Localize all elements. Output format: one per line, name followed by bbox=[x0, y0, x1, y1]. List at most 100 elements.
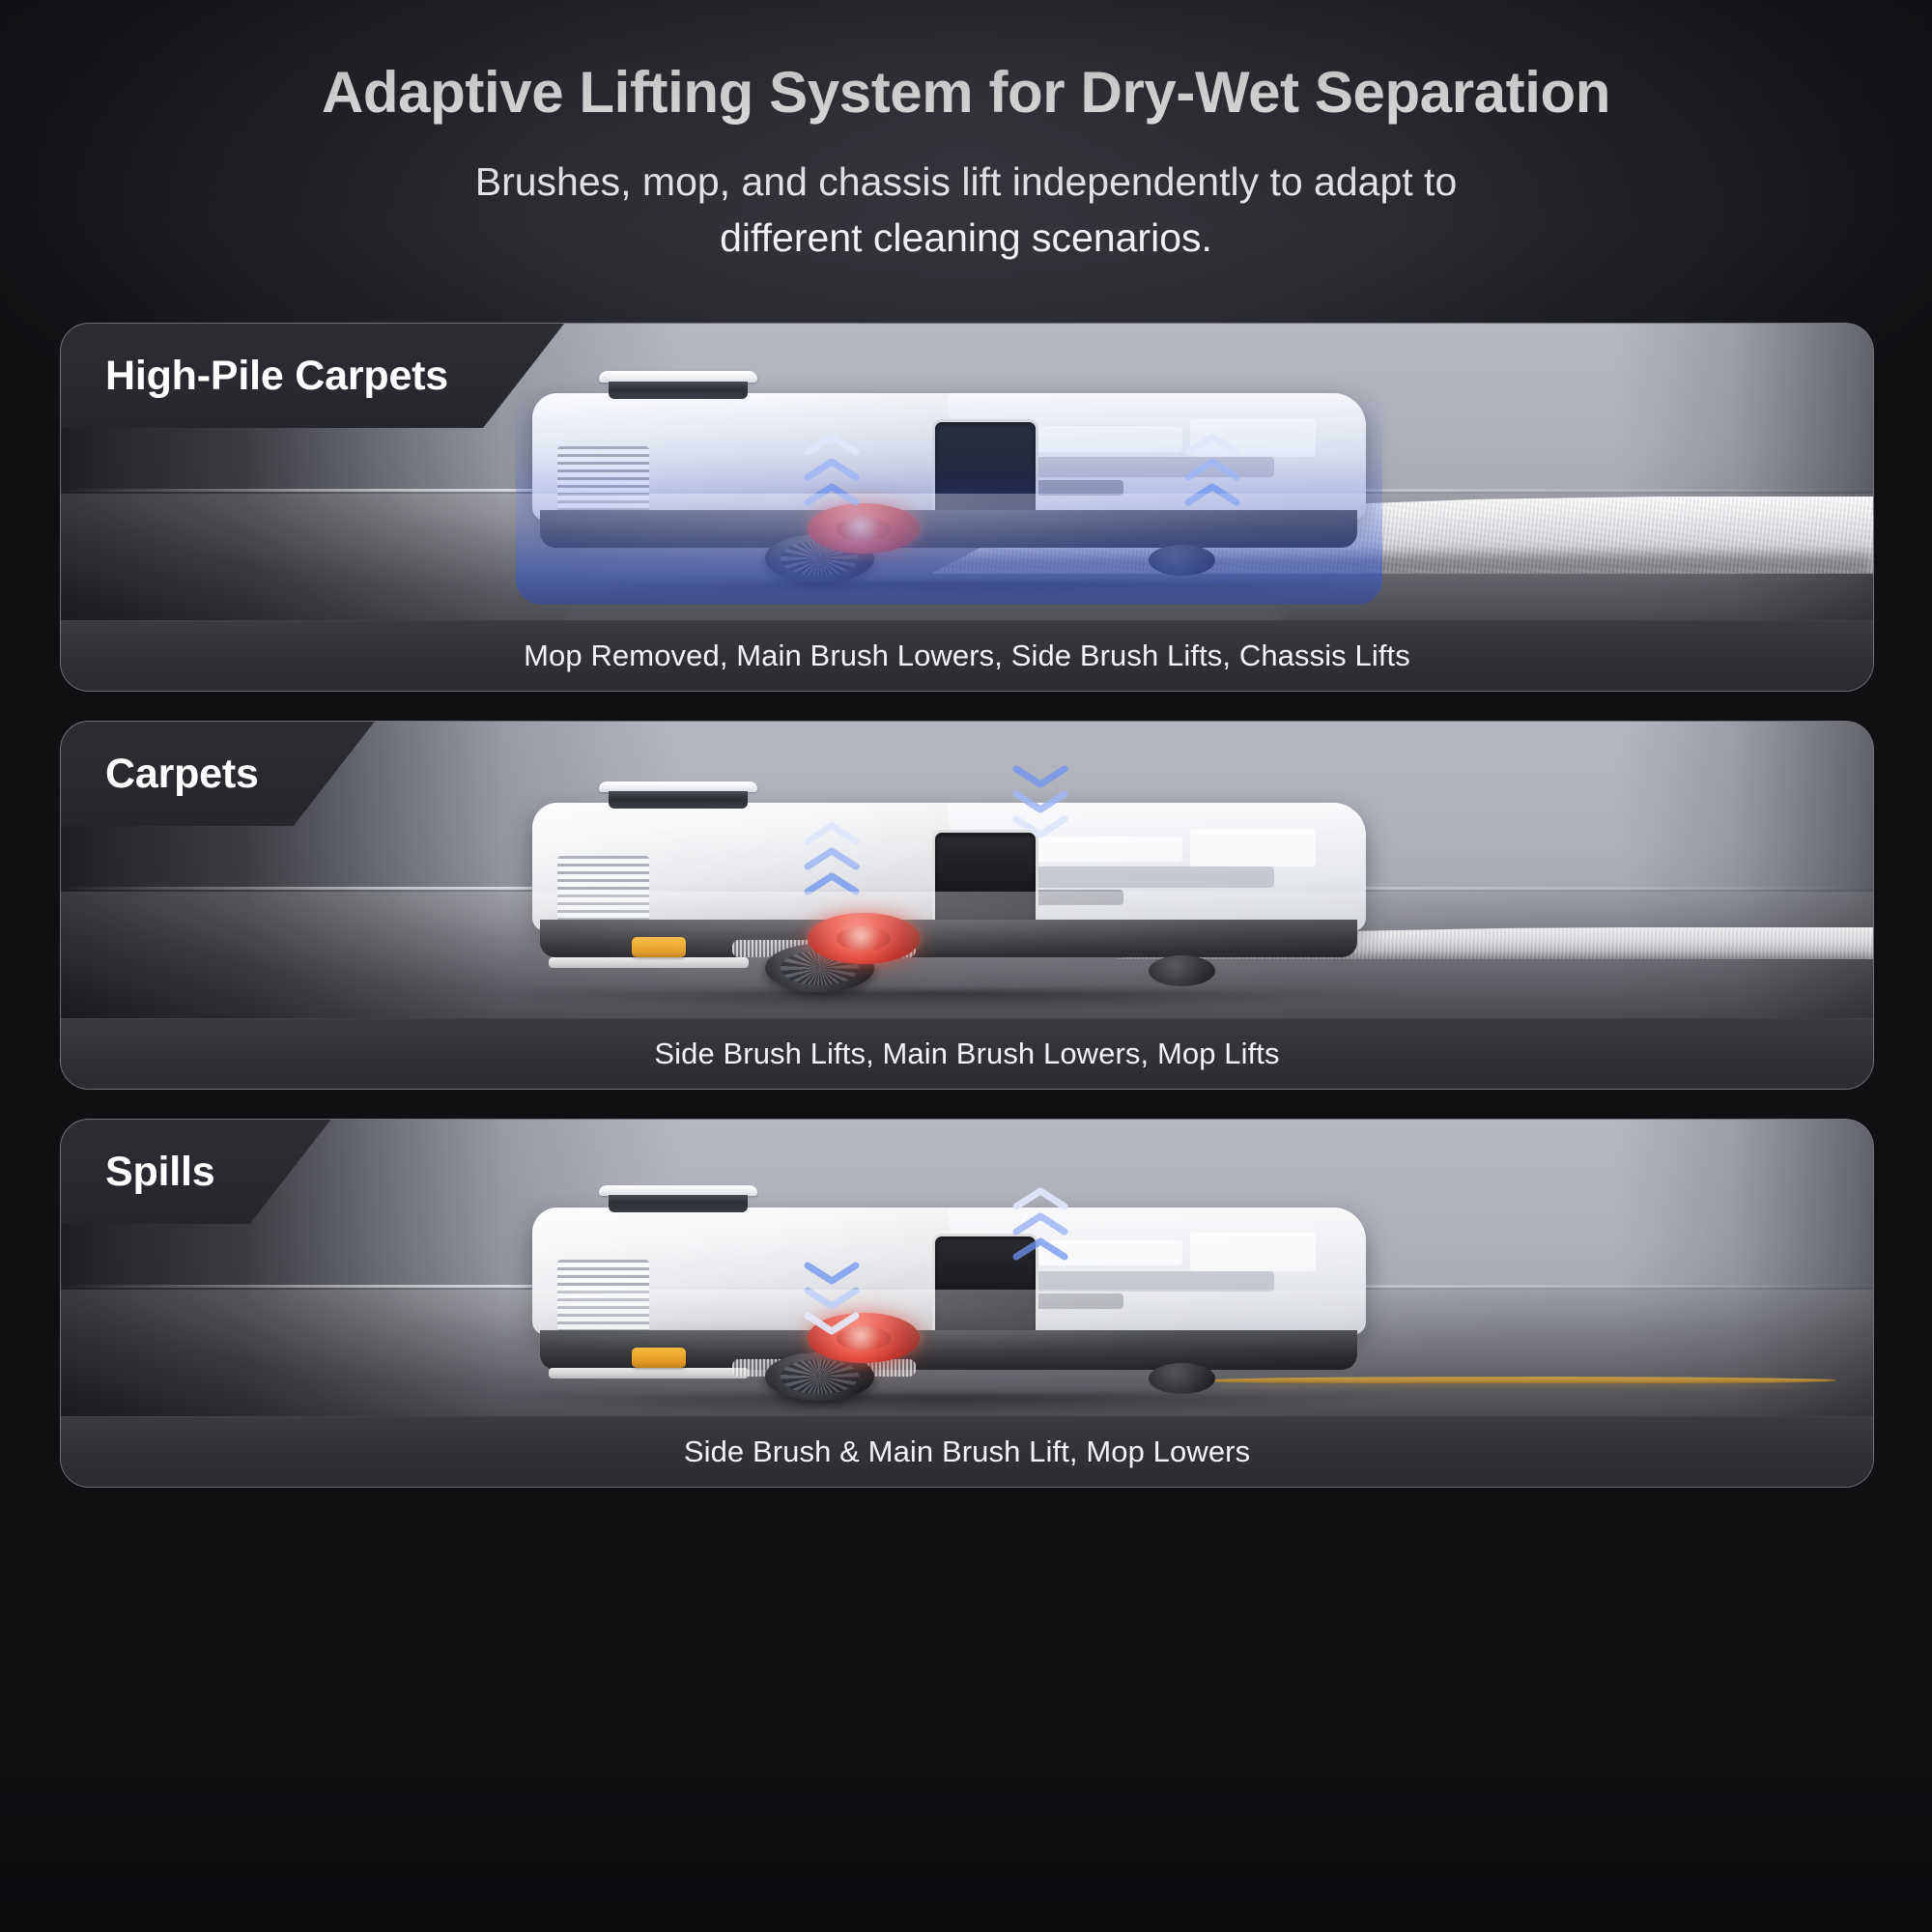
scene-spills bbox=[61, 1120, 1873, 1417]
panel-label-text: Carpets bbox=[105, 750, 259, 797]
floor-horizon-line bbox=[61, 1284, 1873, 1288]
chevron-down-icon bbox=[804, 1310, 860, 1335]
chevron-up-icon bbox=[1012, 1210, 1068, 1236]
internal-module-c bbox=[981, 890, 1124, 906]
spill-reflection bbox=[1210, 1382, 1824, 1390]
robot-body-shading bbox=[531, 393, 1366, 522]
internal-module-a bbox=[999, 836, 1182, 863]
chevron-down-icon bbox=[804, 1285, 860, 1310]
orange-sensor-block bbox=[632, 937, 687, 957]
chevron-up-icon bbox=[1184, 456, 1240, 481]
floor-horizon-line bbox=[61, 488, 1873, 492]
robot-ground-shadow bbox=[498, 580, 1400, 601]
robot-chassis bbox=[540, 1330, 1358, 1371]
robot-vacuum-side-view bbox=[498, 781, 1400, 1019]
chevron-up-icon bbox=[804, 870, 860, 895]
dustbin-window bbox=[931, 829, 1038, 937]
robot-internal-cutaway bbox=[949, 1207, 1366, 1335]
page-title: Adaptive Lifting System for Dry-Wet Sepa… bbox=[321, 60, 1611, 125]
lidar-turret bbox=[598, 781, 757, 810]
chevron-up-icon bbox=[1184, 431, 1240, 456]
internal-module-c bbox=[981, 1293, 1124, 1310]
front-squeegee-strip bbox=[549, 1367, 750, 1379]
scenario-panel-spills[interactable]: Spills Side Brush & Main Brush Lift, Mop… bbox=[60, 1119, 1874, 1488]
dustbin-window bbox=[931, 419, 1038, 527]
robot-internal-cutaway bbox=[949, 393, 1366, 522]
spill-puddle bbox=[1184, 1376, 1837, 1384]
lidar-cap bbox=[598, 371, 757, 383]
liquid-spill bbox=[1184, 1373, 1837, 1390]
internal-module-b bbox=[1032, 867, 1274, 888]
mop-lower-arrow bbox=[804, 1260, 860, 1335]
side-brush-highlight bbox=[807, 1312, 920, 1364]
side-brush-highlight bbox=[807, 503, 920, 554]
side-air-vents bbox=[556, 856, 649, 945]
chassis-lift-arrow-rear bbox=[1184, 431, 1240, 506]
side-brush-highlight bbox=[807, 913, 920, 964]
side-air-vents bbox=[556, 445, 649, 534]
robot-shell-seam bbox=[949, 806, 952, 928]
robot-shell-seam bbox=[949, 1209, 952, 1333]
dustbin-window bbox=[931, 1233, 1038, 1341]
robot-vacuum-side-view bbox=[498, 1184, 1400, 1417]
internal-module-c bbox=[981, 479, 1124, 496]
chevron-down-icon bbox=[1012, 763, 1068, 788]
panel-caption-bar: Mop Removed, Main Brush Lowers, Side Bru… bbox=[61, 620, 1873, 691]
scenario-panel-carpets[interactable]: Carpets Side Brush Lifts, Main Brush Low… bbox=[60, 721, 1874, 1090]
main-brush-lower-arrow bbox=[1012, 763, 1068, 838]
panel-label-text: High-Pile Carpets bbox=[105, 352, 449, 399]
caster-wheel bbox=[1149, 954, 1216, 986]
header: Adaptive Lifting System for Dry-Wet Sepa… bbox=[0, 0, 1932, 319]
internal-module-d bbox=[1190, 418, 1316, 458]
side-brush-lift-arrow bbox=[804, 820, 860, 895]
robot-body-shading bbox=[531, 803, 1366, 931]
low-pile-carpet bbox=[1112, 926, 1873, 960]
robot-ground-shadow bbox=[498, 1394, 1400, 1414]
chevron-up-icon bbox=[804, 845, 860, 870]
robot-vacuum-side-view bbox=[498, 371, 1400, 621]
internal-module-d bbox=[1190, 828, 1316, 867]
chevron-down-icon bbox=[1012, 788, 1068, 813]
panel-label-high-pile-carpets: High-Pile Carpets bbox=[61, 324, 564, 428]
mop-pad bbox=[731, 939, 916, 957]
scene-backdrop-right bbox=[1619, 1120, 1873, 1417]
panel-label-text: Spills bbox=[105, 1148, 215, 1195]
robot-internal-cutaway bbox=[949, 803, 1366, 931]
page-subtitle: Brushes, mop, and chassis lift independe… bbox=[362, 125, 1570, 266]
chevron-up-icon bbox=[804, 820, 860, 845]
chevron-up-icon bbox=[1012, 1236, 1068, 1261]
caster-wheel bbox=[1149, 545, 1216, 577]
lidar-turret bbox=[598, 1184, 757, 1213]
internal-module-d bbox=[1190, 1232, 1316, 1271]
panel-caption-text: Side Brush Lifts, Main Brush Lowers, Mop… bbox=[654, 1037, 1280, 1070]
lidar-ring bbox=[608, 790, 748, 810]
lidar-ring bbox=[608, 1195, 748, 1213]
lidar-turret bbox=[598, 371, 757, 399]
robot-body-shell bbox=[531, 803, 1366, 931]
robot-chassis bbox=[540, 920, 1358, 957]
scene-backdrop-right bbox=[1619, 324, 1873, 621]
drive-wheel bbox=[765, 944, 874, 993]
panel-caption-text: Mop Removed, Main Brush Lowers, Side Bru… bbox=[524, 639, 1410, 672]
panel-caption-bar: Side Brush Lifts, Main Brush Lowers, Mop… bbox=[61, 1018, 1873, 1089]
chevron-up-icon bbox=[1012, 1185, 1068, 1210]
robot-body-shell bbox=[531, 1207, 1366, 1335]
chevron-up-icon bbox=[804, 456, 860, 481]
high-pile-carpet bbox=[930, 496, 1873, 574]
lidar-cap bbox=[598, 781, 757, 793]
robot-shell-seam bbox=[949, 395, 952, 519]
drive-wheel bbox=[765, 1351, 874, 1402]
drive-wheel bbox=[765, 533, 874, 583]
subtitle-line-2: different cleaning scenarios. bbox=[720, 215, 1212, 261]
scenario-panel-high-pile-carpets[interactable]: High-Pile Carpets Mop Removed, Main Brus… bbox=[60, 323, 1874, 692]
subtitle-line-1: Brushes, mop, and chassis lift independe… bbox=[474, 159, 1458, 205]
robot-body-shading bbox=[531, 1207, 1366, 1335]
internal-module-b bbox=[1032, 1270, 1274, 1292]
brush-lift-arrow bbox=[1012, 1185, 1068, 1261]
caster-wheel bbox=[1149, 1363, 1216, 1395]
robot-chassis bbox=[540, 509, 1358, 548]
internal-module-a bbox=[999, 426, 1182, 452]
lidar-cap bbox=[598, 1184, 757, 1197]
robot-floor-reflection bbox=[565, 591, 1283, 621]
